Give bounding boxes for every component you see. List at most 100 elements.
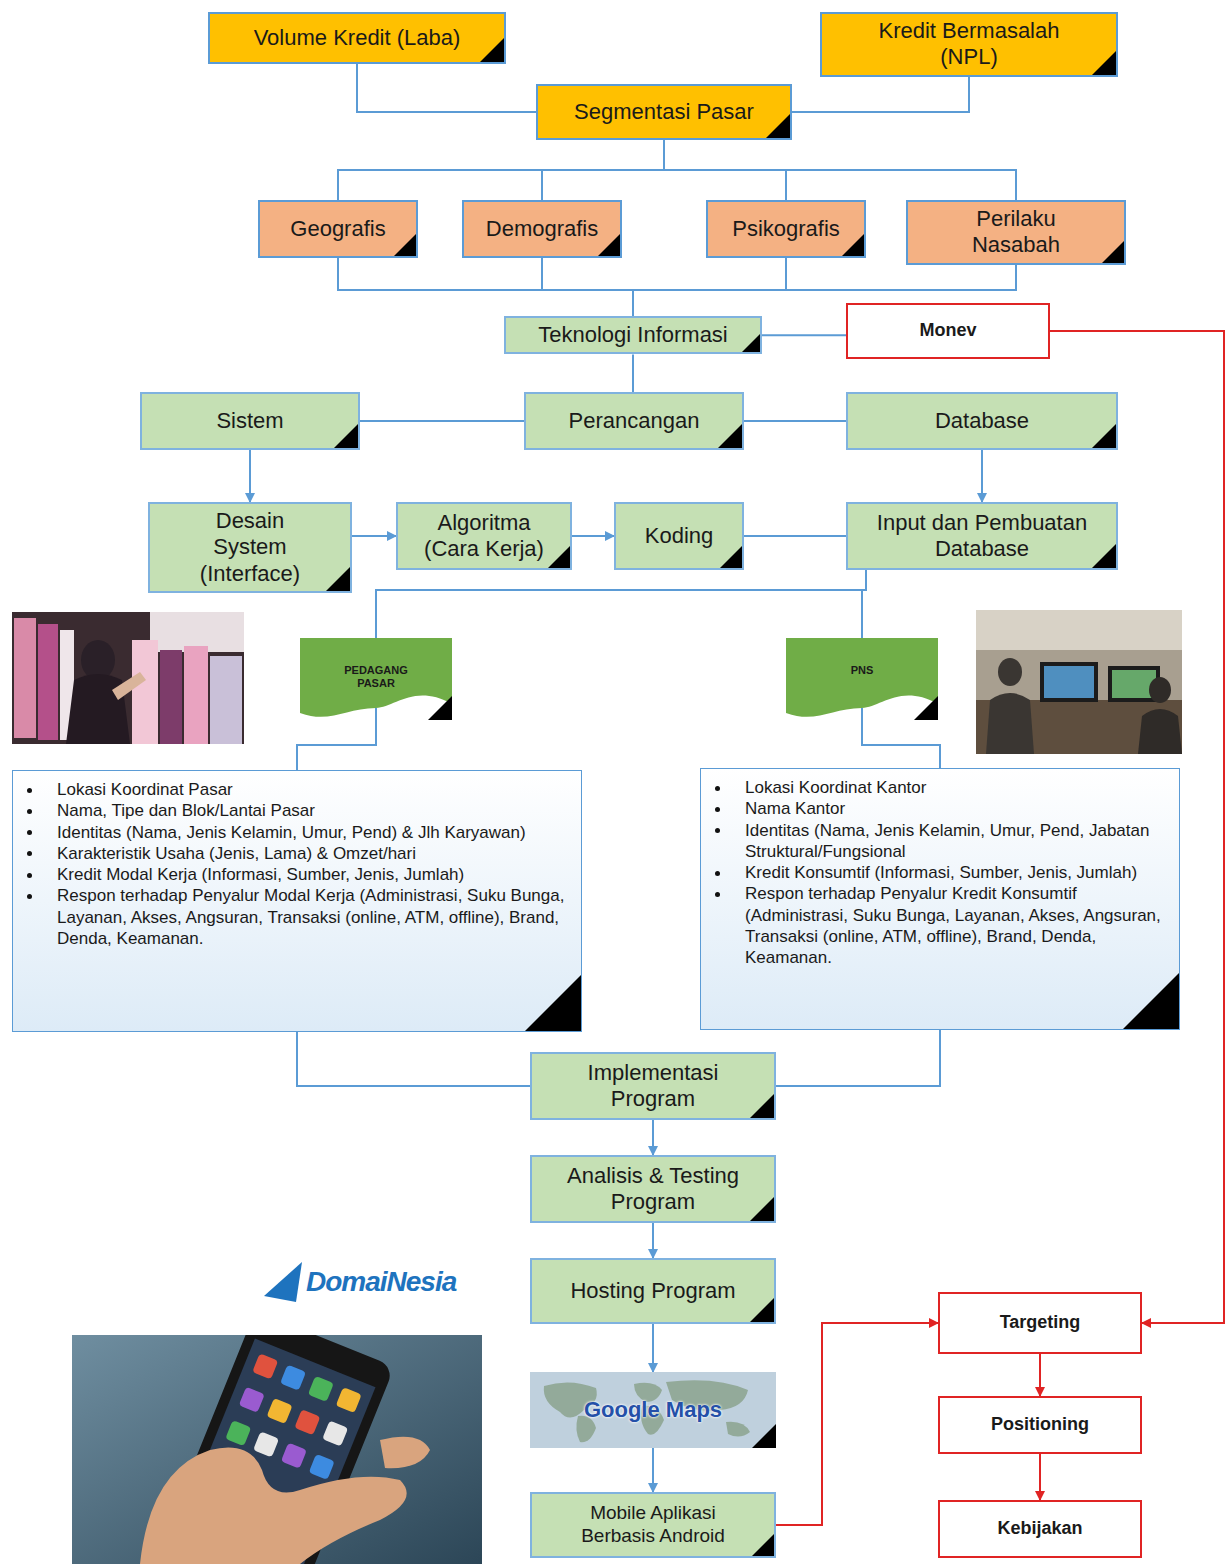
box-label: Algoritma (Cara Kerja) — [424, 510, 544, 563]
corner-triangle — [752, 1424, 776, 1448]
corner-triangle — [720, 546, 742, 568]
corner-triangle — [750, 1298, 774, 1322]
corner-triangle — [842, 234, 864, 256]
bullet-dot — [715, 786, 720, 791]
corner-triangle — [750, 1197, 774, 1221]
list-item: Respon terhadap Penyalur Modal Kerja (Ad… — [19, 885, 565, 949]
process-box: Implementasi Program — [530, 1052, 776, 1120]
goal-box: Kredit Bermasalah (NPL) — [820, 12, 1118, 77]
process-box: Teknologi Informasi — [504, 316, 762, 354]
bullet-dot — [715, 871, 720, 876]
connector — [338, 140, 664, 200]
goal-box: Volume Kredit (Laba) — [208, 12, 506, 64]
box-label: Targeting — [1000, 1312, 1081, 1334]
phone-photo — [72, 1335, 482, 1564]
segment-box: Perilaku Nasabah — [906, 200, 1126, 265]
connector — [1039, 1354, 1041, 1396]
bullet-dot — [27, 830, 32, 835]
list-item: Kredit Konsumtif (Informasi, Sumber, Jen… — [707, 862, 1163, 883]
connector — [360, 420, 524, 422]
box-label: Segmentasi Pasar — [574, 99, 754, 125]
connector — [776, 1030, 940, 1086]
box-label: Kebijakan — [997, 1518, 1082, 1540]
market-photo — [12, 612, 244, 744]
bullet-dot — [715, 828, 720, 833]
corner-triangle — [1123, 973, 1179, 1029]
connector — [744, 535, 846, 537]
corner-triangle — [394, 234, 416, 256]
box-label: Positioning — [991, 1414, 1089, 1436]
list-item: Nama, Tipe dan Blok/Lantai Pasar — [19, 800, 565, 821]
connector — [792, 77, 969, 112]
box-label: Psikografis — [732, 216, 840, 242]
list-item-text: Nama, Tipe dan Blok/Lantai Pasar — [57, 801, 315, 820]
document-banner: PEDAGANG PASAR — [300, 638, 452, 720]
corner-triangle — [598, 234, 620, 256]
strategy-box: Targeting — [938, 1292, 1142, 1354]
process-box: Desain System (Interface) — [148, 502, 352, 593]
list-item-text: Kredit Modal Kerja (Informasi, Sumber, J… — [57, 865, 464, 884]
box-label: Hosting Program — [570, 1278, 735, 1304]
box-label: Mobile Aplikasi Berbasis Android — [558, 1502, 748, 1548]
strategy-box: Kebijakan — [938, 1500, 1142, 1558]
list-item: Lokasi Koordinat Kantor — [707, 777, 1163, 798]
list-item: Karakteristik Usaha (Jenis, Lama) & Omze… — [19, 843, 565, 864]
list-item-text: Identitas (Nama, Jenis Kelamin, Umur, Pe… — [57, 823, 526, 842]
process-box: Algoritma (Cara Kerja) — [396, 502, 572, 570]
connector — [762, 334, 846, 336]
list-item: Identitas (Nama, Jenis Kelamin, Umur, Pe… — [707, 820, 1163, 863]
strategy-box: Positioning — [938, 1396, 1142, 1454]
connector — [542, 258, 633, 316]
bullet-dot — [715, 892, 720, 897]
connector — [352, 535, 396, 537]
box-label: Database — [935, 408, 1029, 434]
corner-triangle — [548, 546, 570, 568]
box-label: Google Maps — [584, 1397, 722, 1423]
corner-triangle — [718, 424, 742, 448]
connector — [338, 258, 633, 316]
list-item-text: Lokasi Koordinat Pasar — [57, 780, 233, 799]
box-label: Analisis & Testing Program — [560, 1163, 746, 1216]
list-item-text: Karakteristik Usaha (Jenis, Lama) & Omze… — [57, 844, 416, 863]
corner-triangle — [766, 114, 790, 138]
connector — [249, 450, 251, 502]
goal-box: Segmentasi Pasar — [536, 84, 792, 140]
box-label: Perilaku Nasabah — [934, 206, 1098, 259]
connector — [652, 1324, 654, 1372]
corner-triangle — [750, 1094, 774, 1118]
strategy-box: Monev — [846, 303, 1050, 359]
list-item: Kredit Modal Kerja (Informasi, Sumber, J… — [19, 864, 565, 885]
connector — [297, 708, 376, 770]
segment-box: Geografis — [258, 200, 418, 258]
list-item: Lokasi Koordinat Pasar — [19, 779, 565, 800]
bullet-dot — [27, 788, 32, 793]
process-box: Sistem — [140, 392, 360, 450]
corner-triangle — [1092, 51, 1116, 75]
list-item-text: Lokasi Koordinat Kantor — [745, 778, 926, 797]
segment-box: Psikografis — [706, 200, 866, 258]
list-item-text: Nama Kantor — [745, 799, 845, 818]
box-label: Teknologi Informasi — [538, 322, 728, 348]
attribute-list-box: Lokasi Koordinat PasarNama, Tipe dan Blo… — [12, 770, 582, 1032]
attribute-list-box: Lokasi Koordinat KantorNama KantorIdenti… — [700, 768, 1180, 1030]
box-label: Monev — [919, 320, 976, 342]
document-banner: PNS — [786, 638, 938, 720]
corner-triangle — [1092, 544, 1116, 568]
bullet-dot — [27, 894, 32, 899]
bullet-dot — [27, 809, 32, 814]
connector — [1039, 1454, 1041, 1500]
process-box: Input dan Pembuatan Database — [846, 502, 1118, 570]
list-item: Respon terhadap Penyalur Kredit Konsumti… — [707, 883, 1163, 968]
box-label: Input dan Pembuatan Database — [876, 510, 1088, 563]
connector — [664, 140, 1016, 200]
list-item: Nama Kantor — [707, 798, 1163, 819]
segment-box: Demografis — [462, 200, 622, 258]
connector — [862, 570, 866, 638]
corner-triangle — [1102, 241, 1124, 263]
connector — [542, 140, 664, 200]
bullet-dot — [715, 807, 720, 812]
connector — [633, 258, 786, 316]
box-label: Demografis — [486, 216, 598, 242]
list-item-text: Respon terhadap Penyalur Kredit Konsumti… — [745, 884, 1161, 967]
